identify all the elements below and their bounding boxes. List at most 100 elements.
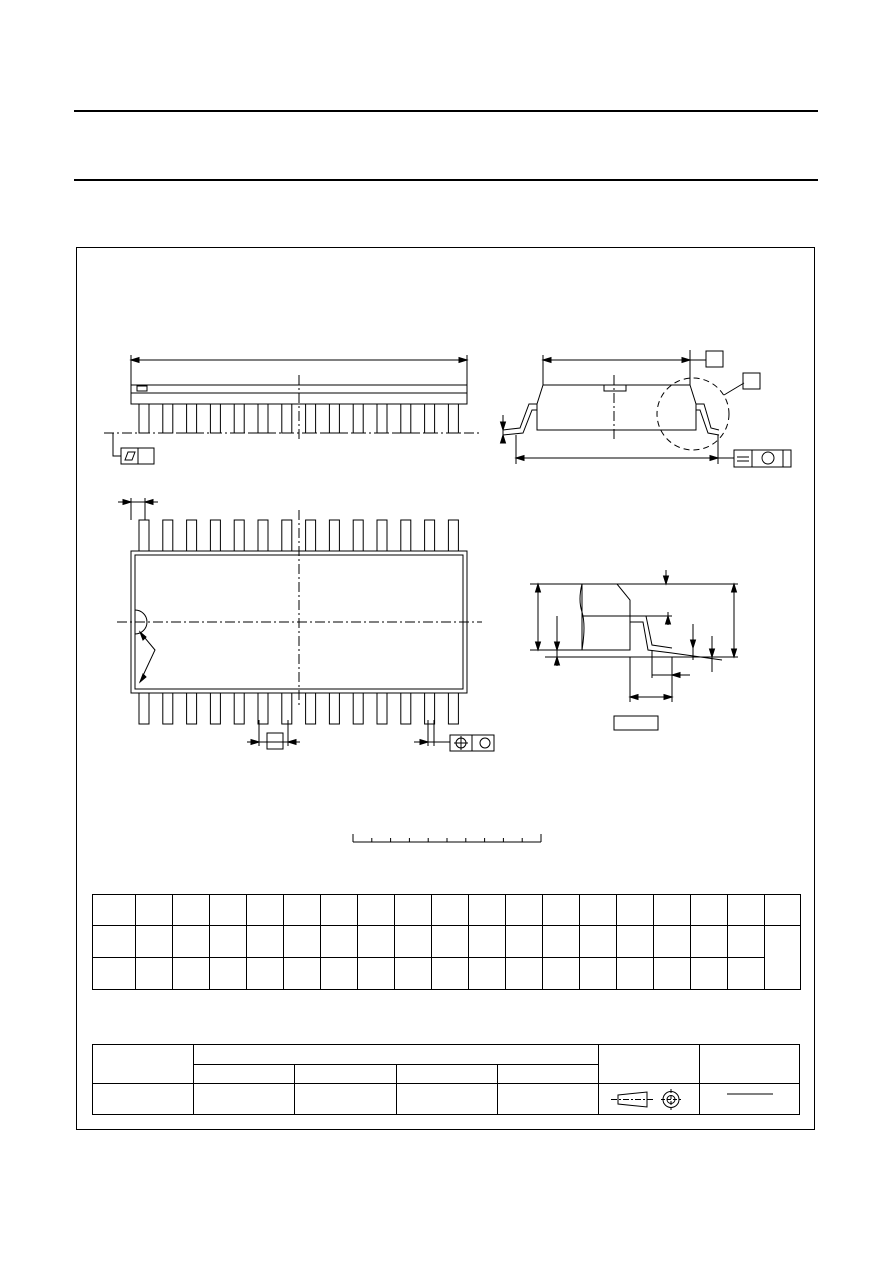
- side-lead: [352, 403, 364, 434]
- dimension-cell: [246, 894, 284, 926]
- issue-date-header-cell: [699, 1044, 800, 1084]
- top-lead-upper: [209, 519, 221, 552]
- side-view: [104, 355, 480, 465]
- top-lead-lower: [305, 692, 317, 725]
- arrowhead: [514, 454, 525, 462]
- dimension-cell: [135, 957, 173, 990]
- detail-label-frame: [742, 372, 761, 390]
- dimension-cell: [542, 925, 580, 958]
- header-rule-top: [74, 110, 818, 112]
- dimensions-table: [92, 894, 801, 990]
- dimension-cell: [579, 894, 617, 926]
- arrowhead: [709, 454, 720, 462]
- jedec-header-cell: [294, 1064, 397, 1084]
- dimension-cell: [468, 925, 506, 958]
- top-lead-lower: [186, 692, 198, 725]
- ref-extra-value: [497, 1083, 599, 1115]
- datum-frame: [705, 350, 724, 368]
- detail-lead-top: [630, 615, 673, 649]
- issue-date-value: [699, 1083, 800, 1115]
- top-lead-upper: [447, 519, 459, 552]
- arrowhead: [670, 671, 681, 679]
- dimension-cell: [357, 894, 395, 926]
- gull-wing-lead-right: [696, 403, 720, 431]
- modifier-circle: [479, 737, 491, 749]
- package-body-end: [536, 384, 697, 431]
- dimension-cell: [209, 957, 247, 990]
- arrowhead: [689, 639, 697, 650]
- dimension-cell: [764, 894, 801, 926]
- arrowhead: [143, 498, 154, 506]
- arrowhead: [553, 641, 561, 652]
- top-lead-lower: [209, 692, 221, 725]
- dimension-row: [92, 925, 801, 990]
- dimension-cell: [579, 957, 617, 990]
- pin1-index-leader: [139, 631, 156, 683]
- dimension-cell: [431, 957, 469, 990]
- top-lead-upper: [281, 519, 293, 552]
- dimension-cell: [690, 894, 728, 926]
- projection-symbol-cell: [598, 1083, 700, 1115]
- arrowhead: [664, 614, 672, 625]
- detail-body: [581, 583, 631, 651]
- dimension-cell: [172, 894, 210, 926]
- dimension-cell: [727, 957, 765, 990]
- side-lead: [257, 403, 269, 434]
- side-lead: [186, 403, 198, 434]
- dimension-cell: [320, 925, 358, 958]
- pin1-notch: [134, 609, 148, 635]
- dimension-cell: [616, 925, 654, 958]
- arrowhead: [662, 575, 670, 586]
- side-lead: [400, 403, 412, 434]
- dimension-row: [92, 957, 801, 990]
- detail-view: [530, 570, 738, 731]
- pin1-marker-side: [136, 385, 148, 392]
- dimension-cell: [653, 894, 691, 926]
- side-lead: [138, 403, 150, 434]
- header-rule-bottom: [74, 179, 818, 181]
- dimension-cell: [246, 957, 284, 990]
- top-view: [117, 498, 495, 752]
- detail-angle-line: [671, 652, 723, 661]
- eiaj-header-cell: [396, 1064, 498, 1084]
- european-projection-icon: [611, 1089, 681, 1110]
- dimension-cell: [505, 957, 543, 990]
- dimension-cell: [246, 925, 284, 958]
- gull-wing-lead-left: [502, 403, 537, 431]
- drawing-frame: [76, 247, 815, 1130]
- detail-callout-circle: [656, 377, 730, 451]
- jedec-value: [294, 1083, 397, 1115]
- arrowhead: [534, 641, 542, 652]
- package-body-top-inner: [134, 554, 464, 690]
- arrowhead: [628, 693, 639, 701]
- detail-lead-bottom: [630, 621, 673, 654]
- dimension-cell: [172, 925, 210, 958]
- top-lead-lower: [162, 692, 174, 725]
- top-lead-upper: [138, 519, 150, 552]
- dimension-cell: [320, 894, 358, 926]
- scale-bar-ticks: [352, 834, 542, 842]
- detail-callout-leader: [723, 382, 745, 396]
- side-lead: [424, 403, 436, 434]
- dimension-cell: [209, 894, 247, 926]
- dimension-cell: [542, 894, 580, 926]
- dimension-row: [92, 894, 801, 926]
- dimension-cell: [690, 957, 728, 990]
- top-lead-upper: [400, 519, 412, 552]
- end-view: [499, 350, 792, 468]
- gull-wing-lead-right-inner: [696, 409, 720, 436]
- dimension-cell: [135, 894, 173, 926]
- arrowhead: [458, 356, 469, 364]
- iec-header-cell: [193, 1064, 295, 1084]
- top-lead-upper: [352, 519, 364, 552]
- modifier-circle: [761, 451, 775, 465]
- top-lead-upper: [328, 519, 340, 552]
- gull-wing-lead-left-inner: [502, 409, 537, 436]
- top-lead-lower: [281, 692, 293, 725]
- outline-version-table: [92, 1044, 800, 1115]
- side-lead: [328, 403, 340, 434]
- side-lead: [447, 403, 459, 434]
- arrowhead: [708, 648, 716, 659]
- iec-value: [193, 1083, 295, 1115]
- detail-body-break: [579, 583, 585, 651]
